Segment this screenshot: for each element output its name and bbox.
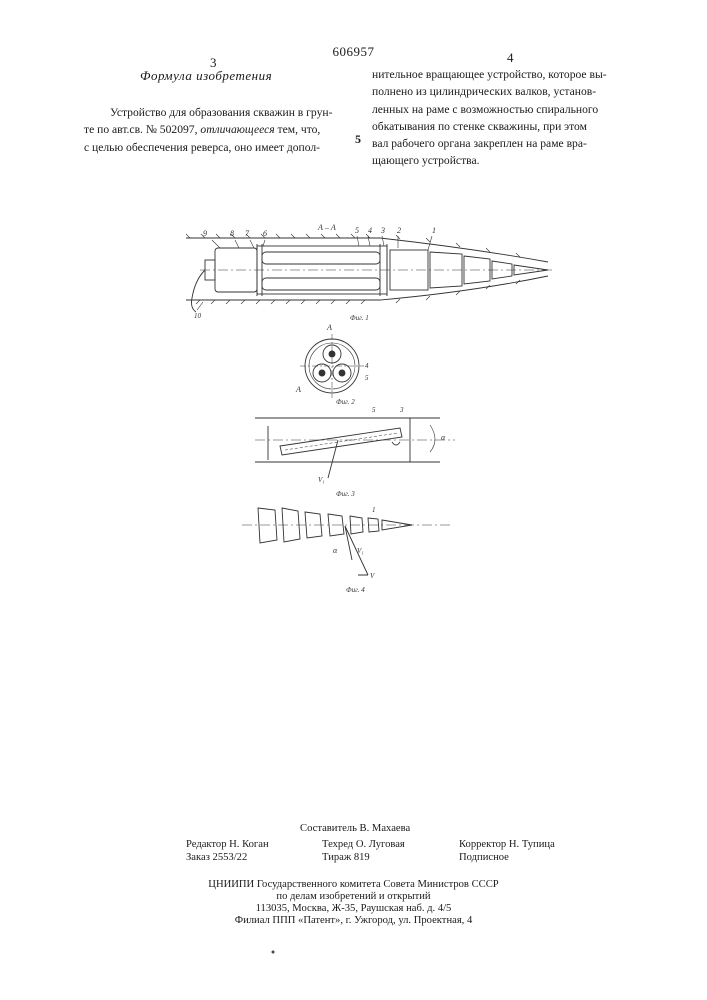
figure-4: 1 α V₁ V Фиг. 4 <box>242 506 452 594</box>
fig2-label-5: 5 <box>365 374 369 382</box>
imprint-org-4: Филиал ППП «Патент», г. Ужгород, ул. Про… <box>0 914 707 927</box>
borehole-wall-bottom <box>186 276 548 300</box>
fig2-label-A-bottom: А <box>295 385 301 394</box>
power-cable <box>192 270 206 312</box>
fig3-caption: Фиг. 3 <box>336 490 355 498</box>
fig3-label-v1: V₁ <box>318 476 325 484</box>
fig4-label-alpha: α <box>333 546 338 555</box>
fig2-caption: Фиг. 2 <box>336 398 355 406</box>
fig1-label-4: 4 <box>368 226 372 235</box>
fig3-label-3: 3 <box>399 406 404 414</box>
imprint-compiler: Составитель В. Махаева <box>300 822 410 835</box>
imprint-order: Заказ 2553/22 <box>186 851 247 864</box>
imprint-editor: Редактор Н. Коган <box>186 838 269 851</box>
fig4-caption: Фиг. 4 <box>346 586 365 594</box>
fig1-label-1: 1 <box>432 226 436 235</box>
fig1-label-8: 8 <box>230 229 234 238</box>
fig3-velocity-vector <box>328 440 338 478</box>
imprint-corrector: Корректор Н. Тупица <box>459 838 555 851</box>
imprint-subscription: Подписное <box>459 851 509 864</box>
hatch-top <box>186 234 520 257</box>
fig4-label-1: 1 <box>372 506 376 514</box>
section-label: А – А <box>317 223 336 232</box>
stray-mark <box>272 951 275 954</box>
fig3-label-5: 5 <box>372 406 376 414</box>
roller-top <box>262 252 380 264</box>
fig1-label-7: 7 <box>245 229 250 238</box>
fig1-caption: Фиг. 1 <box>350 314 369 322</box>
fig1-label-3: 3 <box>380 226 385 235</box>
leader-lines-fig1 <box>197 236 432 310</box>
fig1-label-6: 6 <box>263 229 267 238</box>
roller-bottom <box>262 278 380 290</box>
imprint-techred: Техред О. Луговая <box>322 838 405 851</box>
fig4-label-v: V <box>370 572 375 580</box>
fig1-label-9: 9 <box>203 229 207 238</box>
borehole-wall-top <box>186 238 548 262</box>
fig2-label-A-top: А <box>326 323 332 332</box>
fig4-label-v1: V₁ <box>357 547 364 555</box>
fig3-angle-arc <box>430 425 435 452</box>
fig1-label-10: 10 <box>194 312 202 320</box>
fig3-label-alpha: α <box>441 433 446 442</box>
figure-1: А – А 9 8 7 6 5 4 3 2 1 10 Фиг. 1 <box>186 223 555 322</box>
figure-2: А 4 5 А Фиг. 2 <box>295 323 369 406</box>
figure-3: 5 3 α V₁ Фиг. 3 <box>255 406 455 498</box>
fig4-cone-1 <box>258 508 277 543</box>
imprint-circulation: Тираж 819 <box>322 851 370 864</box>
fig1-label-5: 5 <box>355 226 359 235</box>
fig1-label-2: 2 <box>397 226 401 235</box>
fig2-label-4: 4 <box>365 362 369 370</box>
